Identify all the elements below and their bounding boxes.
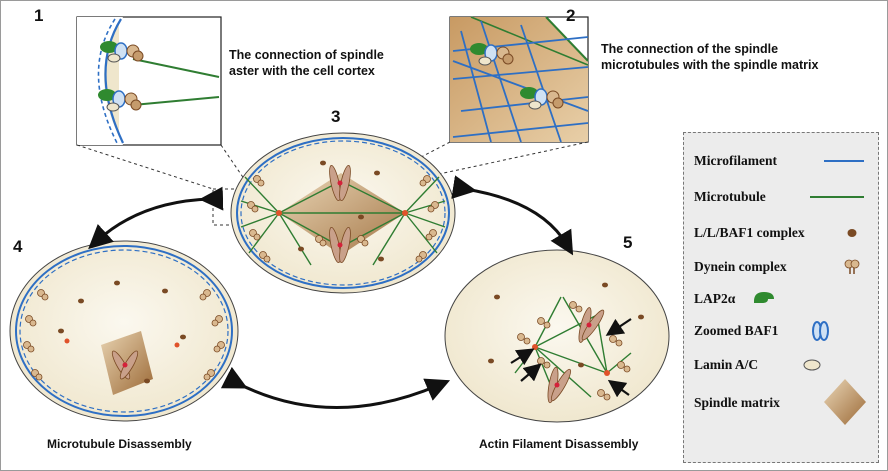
panel-2-caption-line-2: microtubules with the spindle matrix	[601, 58, 819, 72]
legend-label-spindle-matrix: Spindle matrix	[694, 395, 780, 410]
panel-3-number: 3	[331, 107, 341, 126]
panel-1-caption: The connection of spindle aster with the…	[229, 47, 384, 79]
chromosome-icon	[111, 350, 139, 380]
complex-cluster-icon	[98, 89, 142, 112]
dynein-clusters	[247, 175, 439, 263]
legend-label-baf1: Zoomed BAF1	[694, 323, 779, 338]
chromosome-icon	[329, 164, 351, 202]
transition-arrows	[88, 175, 574, 409]
legend-label-dynein: Dynein complex	[694, 259, 787, 274]
panel-2-number: 2	[566, 6, 576, 25]
panel-5-number: 5	[623, 233, 633, 252]
cell-5	[444, 249, 670, 423]
panel-2-caption: The connection of the spindle microtubul…	[601, 41, 818, 73]
chromosome-icon	[547, 366, 572, 404]
lap2a-icon	[754, 292, 774, 303]
legend-label-llbaf1: L/L/BAF1 complex	[694, 225, 805, 240]
panel-1-zoom-box	[76, 16, 222, 146]
microtubule-line-icon	[810, 196, 864, 198]
chromosome-icon	[578, 307, 605, 343]
llbaf1-dots	[298, 160, 384, 262]
small-black-arrows	[510, 318, 632, 398]
legend-box: Microfilament Microtubule L/L/BAF1 compl…	[683, 132, 879, 463]
spindle-matrix-icon	[824, 379, 866, 425]
legend-label-lap2a: LAP2α	[694, 291, 736, 306]
llbaf1-dot-icon	[847, 229, 857, 237]
panel-1-number: 1	[34, 6, 44, 25]
complex-cluster-icon	[470, 43, 514, 66]
panel-4-caption: Microtubule Disassembly	[47, 437, 192, 451]
cell-3	[230, 132, 456, 294]
legend-label-lamin: Lamin A/C	[694, 357, 759, 372]
panel-2-zoom-box	[449, 16, 589, 143]
cell-4	[9, 240, 239, 422]
lamin-icon	[803, 359, 821, 371]
baf1-icon	[812, 321, 829, 341]
legend-label-microtubule: Microtubule	[694, 189, 766, 204]
dynein-icon	[844, 259, 860, 274]
panel-1-caption-line-2: aster with the cell cortex	[229, 64, 375, 78]
complex-cluster-icon	[520, 87, 564, 110]
microfilament-line-icon	[824, 160, 864, 162]
spindle-matrix-shape	[279, 173, 405, 255]
panel-1-caption-line-1: The connection of spindle	[229, 48, 384, 62]
panel-5-caption: Actin Filament Disassembly	[479, 437, 639, 451]
panel-4-number: 4	[13, 237, 23, 256]
chromosome-icon	[329, 226, 351, 264]
spindle-microtubules	[240, 176, 446, 266]
panel-2-caption-line-1: The connection of the spindle	[601, 42, 779, 56]
legend-label-microfilament: Microfilament	[694, 153, 777, 168]
complex-cluster-icon	[100, 41, 144, 63]
